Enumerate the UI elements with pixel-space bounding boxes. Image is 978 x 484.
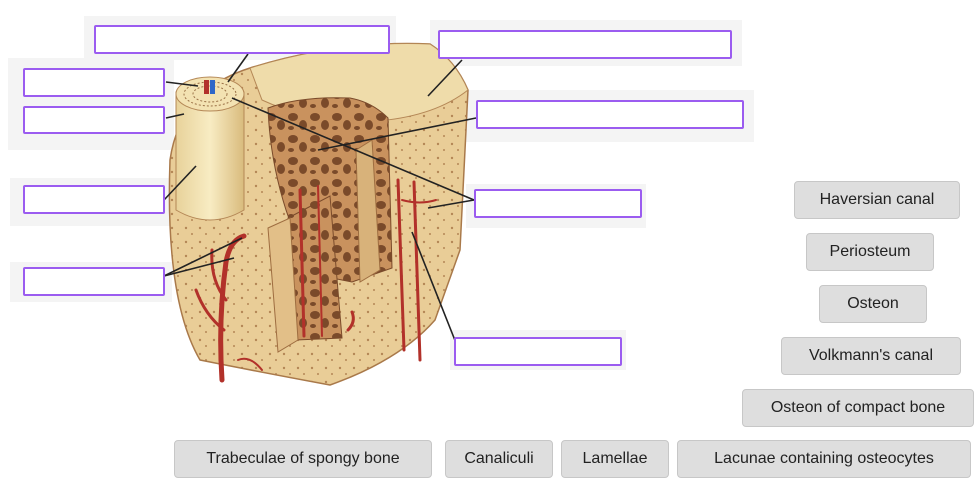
label-drop-zone[interactable] <box>438 30 732 59</box>
label-drop-zone[interactable] <box>23 106 165 134</box>
label-drop-zone[interactable] <box>454 337 622 366</box>
label-drop-zone[interactable] <box>23 267 165 296</box>
word-chip-lacunae-containing-osteocytes[interactable]: Lacunae containing osteocytes <box>677 440 971 478</box>
label-drop-zone[interactable] <box>474 189 642 218</box>
word-chip-osteon-of-compact-bone[interactable]: Osteon of compact bone <box>742 389 974 427</box>
label-drop-zone[interactable] <box>94 25 390 54</box>
word-chip-canaliculi[interactable]: Canaliculi <box>445 440 553 478</box>
word-chip-trabeculae-of-spongy-bone[interactable]: Trabeculae of spongy bone <box>174 440 432 478</box>
label-drop-zone[interactable] <box>23 185 165 214</box>
word-chip-haversian-canal[interactable]: Haversian canal <box>794 181 960 219</box>
label-drop-zone[interactable] <box>476 100 744 129</box>
word-chip-osteon[interactable]: Osteon <box>819 285 927 323</box>
word-chip-volkmanns-canal[interactable]: Volkmann's canal <box>781 337 961 375</box>
word-chip-lamellae[interactable]: Lamellae <box>561 440 669 478</box>
word-chip-periosteum[interactable]: Periosteum <box>806 233 934 271</box>
label-drop-zone[interactable] <box>23 68 165 97</box>
